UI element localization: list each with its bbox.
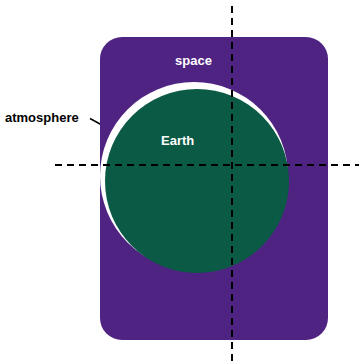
horizontal-axis (55, 164, 359, 166)
vertical-axis (231, 6, 233, 364)
space-region: spaceEarth (100, 37, 328, 340)
callout-label: atmosphere (5, 110, 79, 125)
earth-circle: Earth (105, 89, 289, 273)
space-background (100, 37, 328, 340)
region-label: space (175, 53, 212, 68)
earth-disc (105, 89, 289, 273)
earth-circle-shape (105, 89, 289, 273)
body-label: Earth (161, 133, 194, 148)
